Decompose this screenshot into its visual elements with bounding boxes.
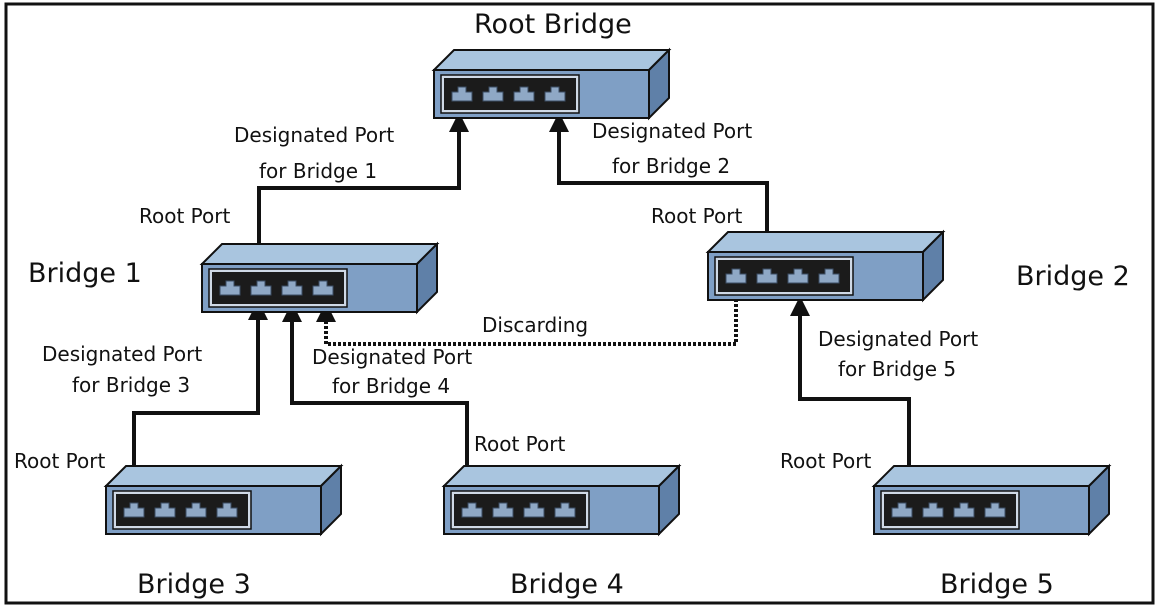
root-bridge-switch-top: [431, 49, 672, 71]
ethernet-port-icon: [312, 280, 334, 296]
link-bridge2-bridge5: [790, 296, 919, 516]
ethernet-port-icon: [219, 280, 241, 296]
link-root-bridge1: [249, 112, 469, 282]
ethernet-port-icon: [461, 502, 483, 518]
designated-port-bridge2-line2: for Bridge 2: [612, 154, 730, 178]
bridge-1-title: Bridge 1: [28, 258, 142, 289]
discarding-label: Discarding: [482, 313, 588, 337]
link-bridge1-bridge3: [124, 300, 268, 516]
ethernet-port-icon: [984, 502, 1006, 518]
bridge-2-switch-top: [705, 231, 946, 253]
root-port-bridge1-label: Root Port: [139, 204, 230, 228]
bridge-4-title: Bridge 4: [510, 569, 624, 600]
ethernet-port-icon: [154, 502, 176, 518]
bridge-1-switch-top: [199, 243, 440, 265]
ethernet-port-icon: [891, 502, 913, 518]
ethernet-port-icon: [922, 502, 944, 518]
designated-port-bridge3-line2: for Bridge 3: [72, 373, 190, 397]
ethernet-port-icon: [756, 268, 778, 284]
bridge-3-switch: [103, 463, 344, 537]
ethernet-port-icon: [492, 502, 514, 518]
root-bridge-switch: [431, 47, 672, 121]
bridge-4-switch: [441, 463, 682, 537]
diagram-border: [4, 2, 1155, 605]
designated-port-bridge2-line1: Designated Port: [592, 119, 752, 143]
bridge-2-title: Bridge 2: [1016, 261, 1130, 292]
designated-port-bridge1-line2: for Bridge 1: [259, 159, 377, 183]
bridge-5-title: Bridge 5: [940, 569, 1054, 600]
ethernet-port-icon: [185, 502, 207, 518]
bridge-5-switch-top: [871, 465, 1112, 487]
ethernet-port-icon: [513, 86, 535, 102]
link-bridge1-bridge4: [282, 302, 477, 512]
bridge-5-switch: [871, 463, 1112, 537]
ethernet-port-icon: [544, 86, 566, 102]
ethernet-port-icon: [216, 502, 238, 518]
ethernet-port-icon: [482, 86, 504, 102]
bridge-4-switch-top: [441, 465, 682, 487]
ethernet-port-icon: [123, 502, 145, 518]
root-bridge-title: Root Bridge: [474, 9, 632, 40]
bridge-1-switch: [199, 241, 440, 315]
designated-port-bridge4-line1: Designated Port: [312, 345, 472, 369]
ethernet-port-icon: [451, 86, 473, 102]
ethernet-port-icon: [787, 268, 809, 284]
designated-port-bridge3-line1: Designated Port: [42, 342, 202, 366]
bridge-3-switch-top: [103, 465, 344, 487]
link-root-bridge2: [549, 112, 777, 270]
ethernet-port-icon: [250, 280, 272, 296]
root-port-bridge5-label: Root Port: [780, 449, 871, 473]
ethernet-port-icon: [554, 502, 576, 518]
bridge-2-switch: [705, 229, 946, 303]
ethernet-port-icon: [953, 502, 975, 518]
root-port-bridge3-label: Root Port: [14, 449, 105, 473]
designated-port-bridge5-line1: Designated Port: [818, 327, 978, 351]
designated-port-bridge4-line2: for Bridge 4: [332, 374, 450, 398]
ethernet-port-icon: [523, 502, 545, 518]
root-port-bridge2-label: Root Port: [651, 204, 742, 228]
ethernet-port-icon: [818, 268, 840, 284]
ethernet-port-icon: [725, 268, 747, 284]
designated-port-bridge5-line2: for Bridge 5: [838, 357, 956, 381]
ethernet-port-icon: [281, 280, 303, 296]
bridge-3-title: Bridge 3: [137, 569, 251, 600]
root-port-bridge4-label: Root Port: [474, 432, 565, 456]
designated-port-bridge1-line1: Designated Port: [234, 123, 394, 147]
link-bridge1-bridge2-discarding: [316, 296, 738, 346]
